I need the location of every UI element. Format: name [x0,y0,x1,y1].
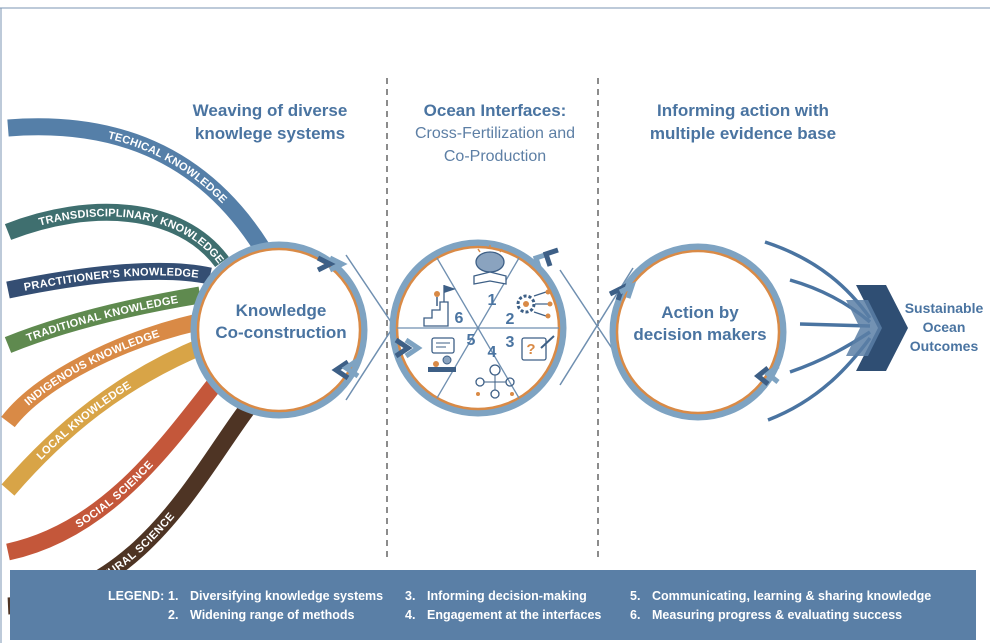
decision-circle-line1: Action by [661,303,739,322]
interfaces-header-sub1: Cross-Fertilization and [414,125,576,142]
interfaces-wheel: ? [389,239,567,417]
flow-chevrons [316,247,780,386]
weaving-header-line1: Weaving of diverse [192,101,348,120]
wheel-number-3: 3 [506,334,515,351]
brain-book-icon [473,245,507,285]
legend-item-4: 4.Engagement at the interfaces [405,608,602,622]
stairs-flag-icon [423,285,456,327]
knowledge-band [8,345,205,490]
informing-header-line1: Informing action with [657,101,829,120]
legend-bar: LEGEND: 1.Diversifying knowledge systems… [10,570,976,640]
interfaces-header: Ocean Interfaces: Cross-Fertilization an… [395,99,595,168]
chevron-left-icon [331,357,360,381]
chevron-right-icon [394,337,423,359]
legend-item-1: 1.Diversifying knowledge systems [168,589,384,603]
wheel-number-1: 1 [488,292,497,309]
weaving-header-line2: knowlege systems [194,124,346,143]
decision-circle-line2: decision makers [633,325,766,344]
outcome-line1: Sustainable [905,300,984,316]
presentation-icon [428,337,456,372]
decision-circle: Action by decision makers [609,243,787,421]
informing-header-line2: multiple evidence base [649,124,837,143]
wheel-number-2: 2 [506,311,515,328]
knowledge-circle: Knowledge Co-construction [190,241,368,419]
chevron-up-left-icon [532,247,559,271]
legend-item-2: 2.Widening range of methods [168,608,355,622]
chevron-left-icon [753,364,780,386]
interfaces-header-sub2: Co-Production [443,148,547,165]
weaving-header: Weaving of diverse knowlege systems [175,99,365,145]
question-document-icon: ? [521,335,555,361]
informing-header: Informing action with multiple evidence … [628,99,858,145]
gear-icon [516,289,553,319]
outcome-arrow-icon [846,285,908,371]
knowledge-circle-line2: Co-construction [215,323,346,342]
chevron-right-icon [316,255,348,273]
legend-title: LEGEND: [108,589,165,603]
knowledge-band-label: TRANSDISCIPLINARY KNOWLEDGE [38,207,226,266]
wheel-number-5: 5 [467,332,476,349]
interfaces-header-title: Ocean Interfaces: [423,101,567,120]
network-people-icon [475,364,515,399]
wheel-number-6: 6 [455,310,464,327]
knowledge-circle-line1: Knowledge [236,301,327,320]
svg-text:?: ? [526,341,535,358]
outcome-line2: Ocean [923,319,966,335]
knowledge-band-label: SOCIAL SCIENCE [74,459,156,531]
chevron-right-icon [608,281,637,301]
legend-item-3: 3.Informing decision-making [405,589,587,603]
outcome-line3: Outcomes [910,338,979,354]
legend-item-6: 6.Measuring progress & evaluating succes… [630,608,903,622]
wheel-number-4: 4 [488,344,497,361]
legend-item-5: 5.Communicating, learning & sharing know… [630,589,932,603]
